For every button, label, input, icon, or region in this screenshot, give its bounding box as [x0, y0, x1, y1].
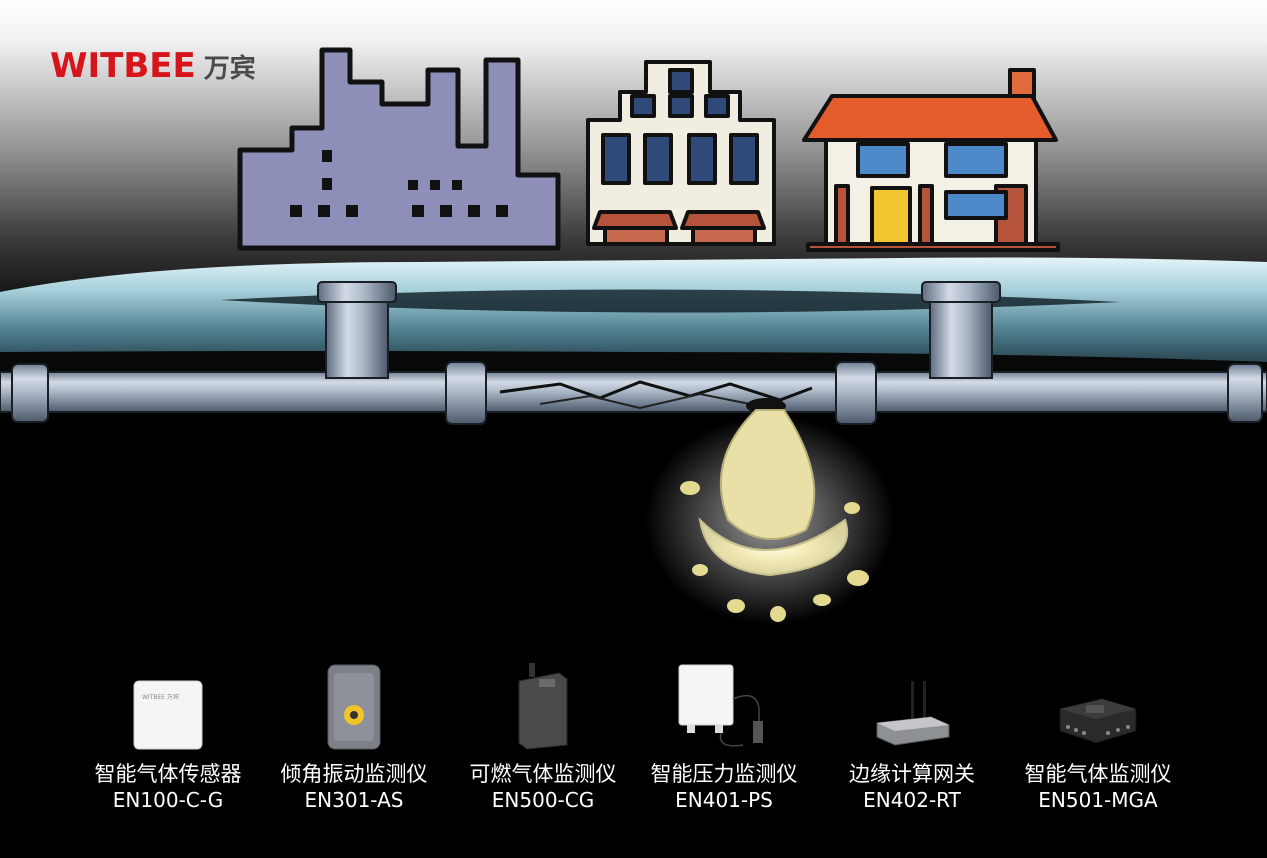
product-model: EN500-CG: [491, 788, 595, 812]
device-label: WITBEE 万宾: [142, 693, 179, 701]
product-name: 智能气体传感器: [94, 762, 242, 786]
product-name: 智能压力监测仪: [650, 762, 798, 786]
combustible-gas-monitor-icon: [518, 663, 568, 750]
product-image: [448, 655, 638, 751]
product-model: EN401-PS: [675, 788, 773, 812]
brand-name-cn: 万宾: [203, 54, 256, 84]
product-name: 可燃气体监测仪: [469, 762, 617, 786]
factory-building: [237, 47, 561, 251]
product-image: [629, 655, 819, 751]
office-building: [586, 60, 776, 246]
product-image: [1003, 655, 1193, 751]
product-model: EN301-AS: [304, 788, 404, 812]
product-image: [817, 655, 1007, 751]
brand-logo: WITBEE 万宾: [50, 46, 256, 86]
pressure-monitor-icon: [678, 664, 763, 747]
gas-pipeline: [0, 281, 1267, 425]
product-name: 智能气体监测仪: [1024, 762, 1172, 786]
product-model: EN501-MGA: [1038, 788, 1158, 812]
product-item: 倾角振动监测仪 EN301-AS: [259, 655, 449, 813]
product-name: 倾角振动监测仪: [280, 762, 428, 786]
product-image: WITBEE 万宾: [73, 655, 263, 751]
product-model: EN402-RT: [863, 788, 961, 812]
product-model: EN100-C-G: [112, 788, 224, 812]
product-item: 智能压力监测仪 EN401-PS: [629, 655, 819, 813]
house-building: [802, 68, 1060, 252]
product-list: WITBEE 万宾 智能气体传感器 EN100-C-G 倾角振动监测仪 EN30…: [0, 655, 1267, 835]
product-image: [259, 655, 449, 751]
product-item: 边缘计算网关 EN402-RT: [817, 655, 1007, 813]
product-item: WITBEE 万宾 智能气体传感器 EN100-C-G: [73, 655, 263, 813]
gas-sensor-icon: WITBEE 万宾: [133, 680, 203, 750]
gas-leak: [645, 398, 895, 625]
multi-gas-monitor-icon: [1059, 698, 1137, 744]
product-name: 边缘计算网关: [849, 762, 975, 786]
product-item: 可燃气体监测仪 EN500-CG: [448, 655, 638, 813]
ground-layer: [0, 257, 1267, 362]
product-item: 智能气体监测仪 EN501-MGA: [1003, 655, 1193, 813]
tilt-vibration-monitor-icon: [327, 664, 381, 750]
edge-gateway-icon: [876, 681, 950, 746]
brand-name-en: WITBEE: [50, 46, 196, 86]
